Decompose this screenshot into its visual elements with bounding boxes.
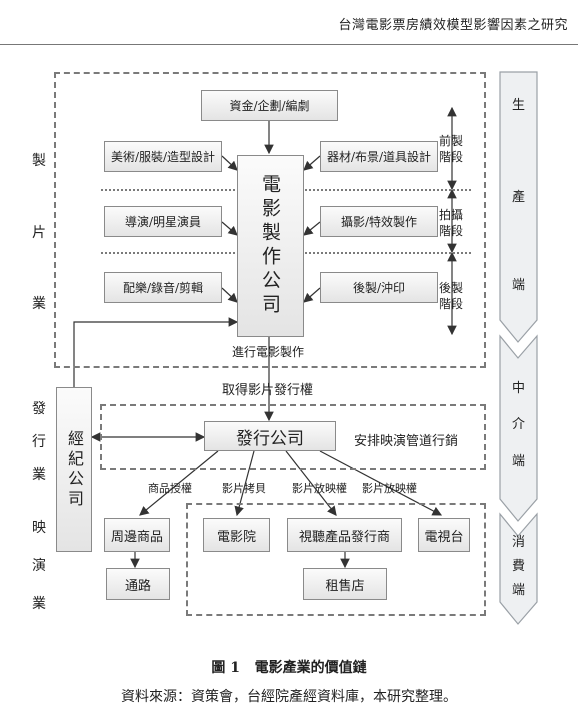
music-editing-box: 配樂/錄音/剪輯 [104,272,222,303]
channel-box: 通路 [106,568,170,600]
side-label-distribution-3: 業 [32,467,46,483]
chain-consumer-2: 費 [512,559,526,574]
page-header: 台灣電影票房績效模型影響因素之研究 [338,18,568,33]
production-company-box: 電影製作公司 [237,155,304,337]
rights-label: 取得影片發行權 [222,383,314,398]
arrow-director-to-company [221,221,238,236]
figure-number: 圖 1 [211,660,240,676]
stage-post-2: 階段 [439,297,464,311]
chain-intermediary-3: 端 [512,454,526,469]
distribution-note: 安排映演管道行銷 [354,434,459,449]
chevron-production [499,71,538,343]
side-label-production-1: 製 [32,153,46,169]
director-cast-box: 導演/明星演員 [104,206,222,237]
arrow-music-to-company [221,287,238,303]
stage-shoot-1: 拍攝 [439,208,464,222]
exhibition-region [186,503,486,616]
figure-source: 資料來源：資策會，台經院產經資料庫，本研究整理。 [121,689,457,705]
production-region [54,72,486,368]
distribution-region [100,404,486,470]
chain-intermediary-2: 介 [512,417,526,432]
side-label-distribution-2: 行 [32,434,46,450]
av-distributor-box: 視聽產品發行商 [287,518,402,552]
side-label-production-2: 片 [32,225,46,241]
chain-production-2: 產 [512,190,526,205]
distribution-company-box: 發行公司 [204,421,336,451]
arrow-equipment-to-company [303,155,321,171]
arrow-art-to-company [221,155,238,171]
arrow-vfx-to-company [303,221,321,236]
side-label-exhibition-1: 映 [32,520,46,536]
side-label-distribution-1: 發 [32,401,46,417]
arrow-agency-to-company [73,317,239,387]
tv-station-box: 電視台 [418,518,470,552]
chain-consumer-3: 端 [512,583,526,598]
side-label-production-3: 業 [32,296,46,312]
header-rule [0,44,578,45]
post-production-box: 後製/沖印 [320,272,438,303]
chain-production-1: 生 [512,98,526,113]
rental-shop-box: 租售店 [303,568,387,600]
arrow-post-to-company [303,287,321,303]
stage-shoot-2: 階段 [439,224,464,238]
figure-caption: 圖 1 電影產業的價值鏈 [0,657,578,677]
side-label-exhibition-3: 業 [32,596,46,612]
funding-box: 資金/企劃/編劇 [201,90,338,121]
chain-consumer-1: 消 [512,535,526,550]
chain-intermediary-1: 中 [512,381,526,396]
vfx-box: 攝影/特效製作 [320,206,438,237]
edge-merch [139,450,219,516]
merchandise-box: 周邊商品 [104,518,170,552]
equipment-box: 器材/布景/道具設計 [320,141,438,172]
edge-label-play-1: 影片放映權 [292,482,347,495]
edge-label-copy: 影片拷貝 [222,482,266,495]
figure-title: 電影產業的價值鏈 [254,660,367,676]
chevron-consumer [499,512,538,625]
chain-production-3: 端 [512,278,526,293]
stage-pre-1: 前製 [439,134,464,148]
edge-label-play-2: 影片放映權 [362,482,417,495]
chevron-intermediary [499,334,538,522]
stage-pre-2: 階段 [439,150,464,164]
agency-box: 經紀公司 [56,387,92,552]
cinema-box: 電影院 [203,518,270,552]
stage-post-1: 後製 [439,281,464,295]
edge-label-merch: 商品授權 [148,482,192,495]
side-label-exhibition-2: 演 [32,558,46,574]
production-caption: 進行電影製作 [232,345,305,359]
art-design-box: 美術/服裝/造型設計 [104,141,222,172]
